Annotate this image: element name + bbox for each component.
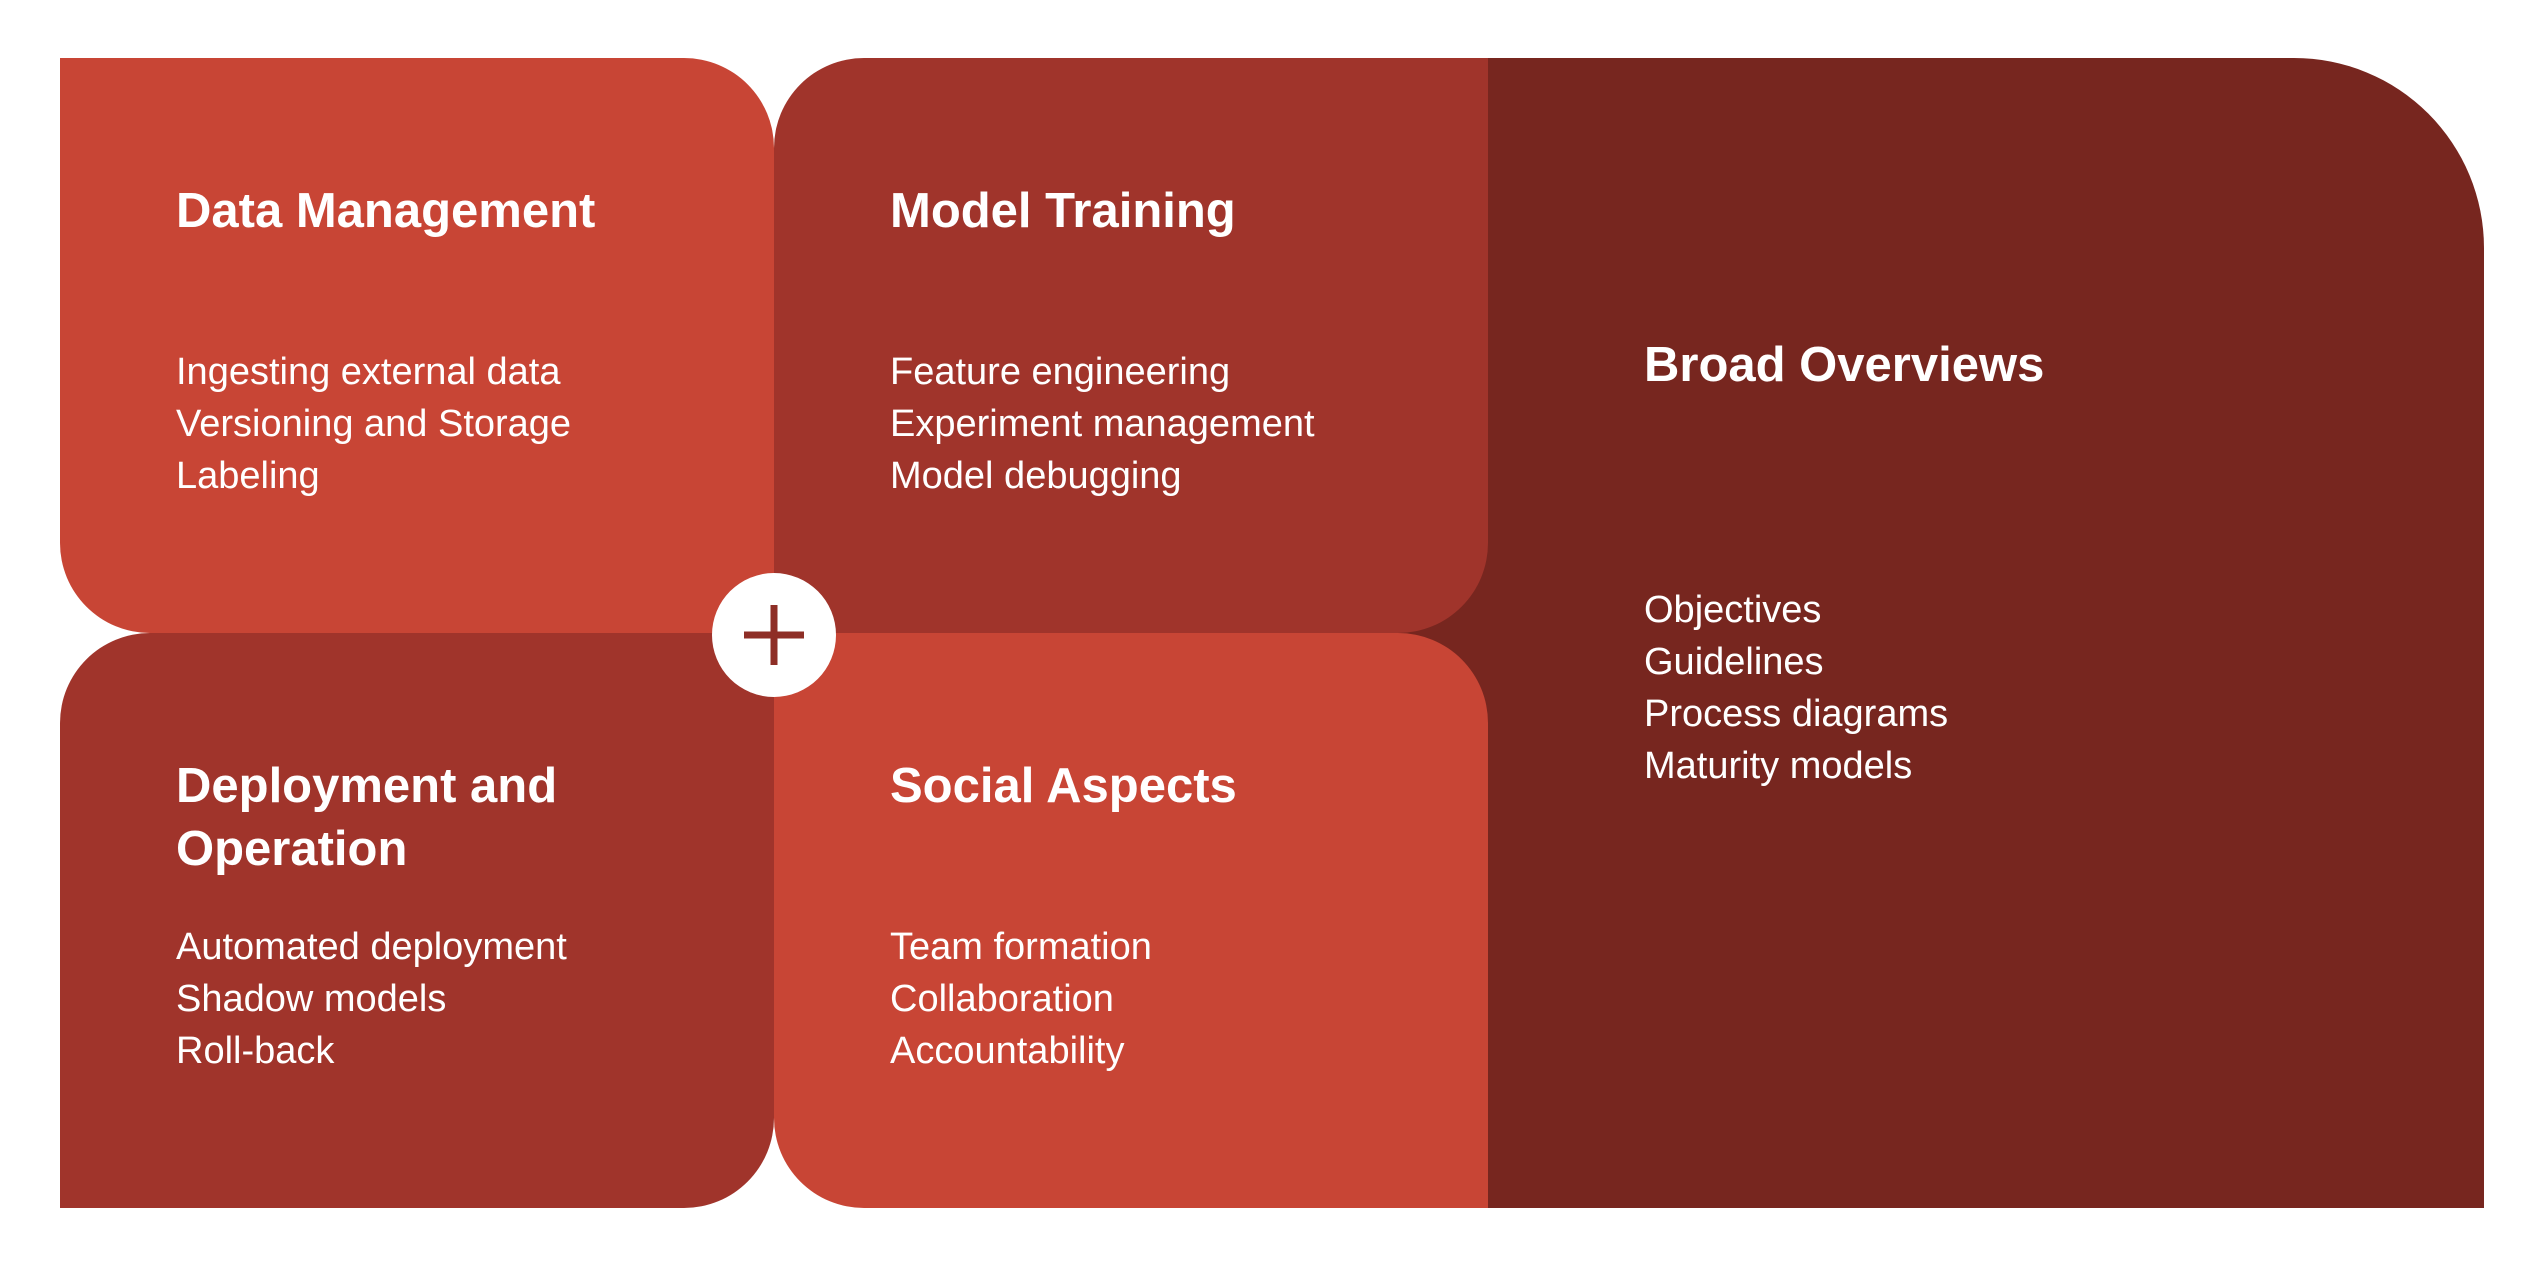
plus-icon bbox=[744, 605, 804, 665]
list-item: Process diagrams bbox=[1644, 693, 1949, 735]
model-training-title: Model Training bbox=[890, 184, 1236, 238]
list-item: Maturity models bbox=[1644, 745, 1913, 787]
list-item: Objectives bbox=[1644, 589, 1822, 631]
list-item: Model debugging bbox=[890, 455, 1182, 497]
list-item: Accountability bbox=[890, 1030, 1125, 1072]
social-aspects-list: Team formation Collaboration Accountabil… bbox=[890, 921, 1152, 1077]
list-item: Team formation bbox=[890, 926, 1152, 968]
list-item: Labeling bbox=[176, 455, 320, 497]
center-plus-badge bbox=[712, 573, 836, 697]
list-item: Ingesting external data bbox=[176, 351, 561, 393]
deployment-operation-title: Deployment and Operation bbox=[176, 755, 557, 881]
broad-overviews-panel: Broad Overviews Objectives Guidelines Pr… bbox=[1488, 58, 2484, 1208]
broad-overviews-list: Objectives Guidelines Process diagrams M… bbox=[1644, 584, 1948, 792]
social-aspects-title: Social Aspects bbox=[890, 759, 1237, 813]
list-item: Shadow models bbox=[176, 978, 447, 1020]
model-training-list: Feature engineering Experiment managemen… bbox=[890, 346, 1315, 502]
data-management-list: Ingesting external data Versioning and S… bbox=[176, 346, 571, 502]
list-item: Experiment management bbox=[890, 403, 1315, 445]
deployment-operation-panel: Deployment and Operation Automated deplo… bbox=[60, 633, 774, 1208]
list-item: Guidelines bbox=[1644, 641, 1824, 683]
list-item: Collaboration bbox=[890, 978, 1114, 1020]
broad-overviews-title: Broad Overviews bbox=[1644, 338, 2045, 392]
list-item: Roll-back bbox=[176, 1030, 335, 1072]
list-item: Feature engineering bbox=[890, 351, 1231, 393]
deployment-operation-list: Automated deployment Shadow models Roll-… bbox=[176, 921, 567, 1077]
list-item: Automated deployment bbox=[176, 926, 567, 968]
title-line: Operation bbox=[176, 822, 408, 876]
title-line: Deployment and bbox=[176, 759, 558, 813]
social-aspects-panel: Social Aspects Team formation Collaborat… bbox=[774, 633, 1488, 1208]
list-item: Versioning and Storage bbox=[176, 403, 572, 445]
data-management-panel: Data Management Ingesting external data … bbox=[60, 58, 774, 633]
model-training-panel: Model Training Feature engineering Exper… bbox=[774, 58, 1488, 633]
data-management-title: Data Management bbox=[176, 184, 596, 238]
